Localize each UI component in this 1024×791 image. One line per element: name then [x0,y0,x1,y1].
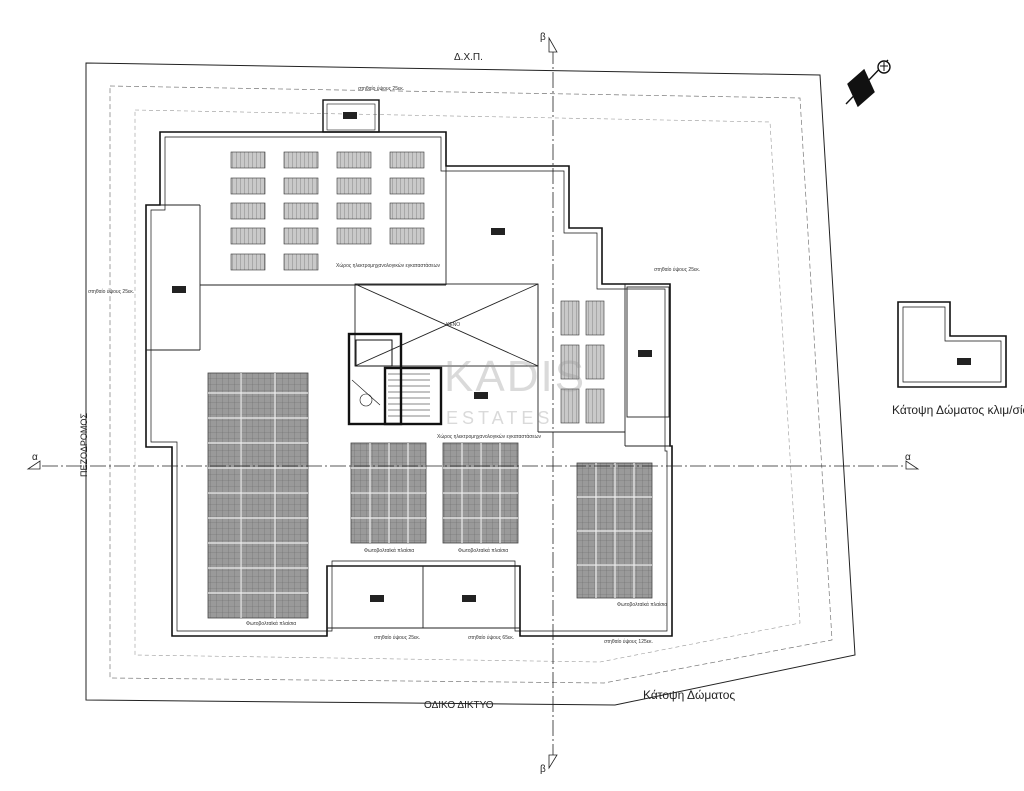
building-outline [145,131,673,637]
solar-label-2: Φωτοβολταϊκά πλαίσια [364,548,415,554]
watermark-brand: KADIS [444,352,587,401]
ac-roof-plan-title: Κάτοψη Δώματος κλιμ/σίου [892,403,1024,417]
ac-roof-plan-outline [897,301,1007,388]
parapet-label-right: στηθαίο ύψους 25εκ. [654,267,701,273]
hvac-units-right [560,300,605,424]
setback-line-outer [109,85,833,684]
parapet-label-left: στηθαίο ύψους 25εκ. [88,289,135,295]
interior-partitions [146,166,672,629]
parapet-label-bottom-2: στηθαίο ύψους 65εκ. [468,635,515,641]
top-boundary-label: Δ.Χ.Π. [454,52,483,63]
roof-plan-title: Κάτοψη Δώματος [643,688,736,702]
solar-label-4: Φωτοβολταϊκά πλαίσια [617,602,668,608]
void-label: ΚΕΝΟ [446,322,461,328]
section-line-a [26,460,920,470]
solar-label-3: Φωτοβολταϊκά πλαίσια [458,548,509,554]
room-label-mid: Χώρος ηλεκτρομηχανολογικών εγκαταστάσεων [437,434,542,440]
room-label-top: Χώρος ηλεκτρομηχανολογικών εγκαταστάσεων [336,263,441,269]
plot-boundary [85,62,856,706]
parapet-label-bottom-3: στηθαίο ύψους 125εκ. [604,639,653,645]
watermark-sub: ESTATES [446,408,554,428]
solar-label-1: Φωτοβολταϊκά πλαίσια [246,621,297,627]
section-b-bottom-label: β [540,764,546,775]
hvac-units-top [230,151,425,271]
section-line-b [548,36,558,770]
parapet-label-bottom-1: στηθαίο ύψους 25εκ. [374,635,421,641]
left-road-label: ΠΕΖΟΔΡΟΜΟΣ [79,413,89,477]
drain-symbols [172,112,971,602]
stair-core [347,332,443,426]
parapet-label-top: στηθαίο ύψους 25εκ. [358,86,405,92]
section-a-left-label: α [32,452,38,463]
section-b-top-label: β [540,32,546,43]
north-arrow-icon [845,59,891,108]
top-roof-box [322,99,380,133]
section-a-right-label: α [905,452,911,463]
bottom-road-label: ΟΔΙΚΟ ΔΙΚΤΥΟ [424,700,494,711]
solar-panel-arrays [207,372,653,619]
